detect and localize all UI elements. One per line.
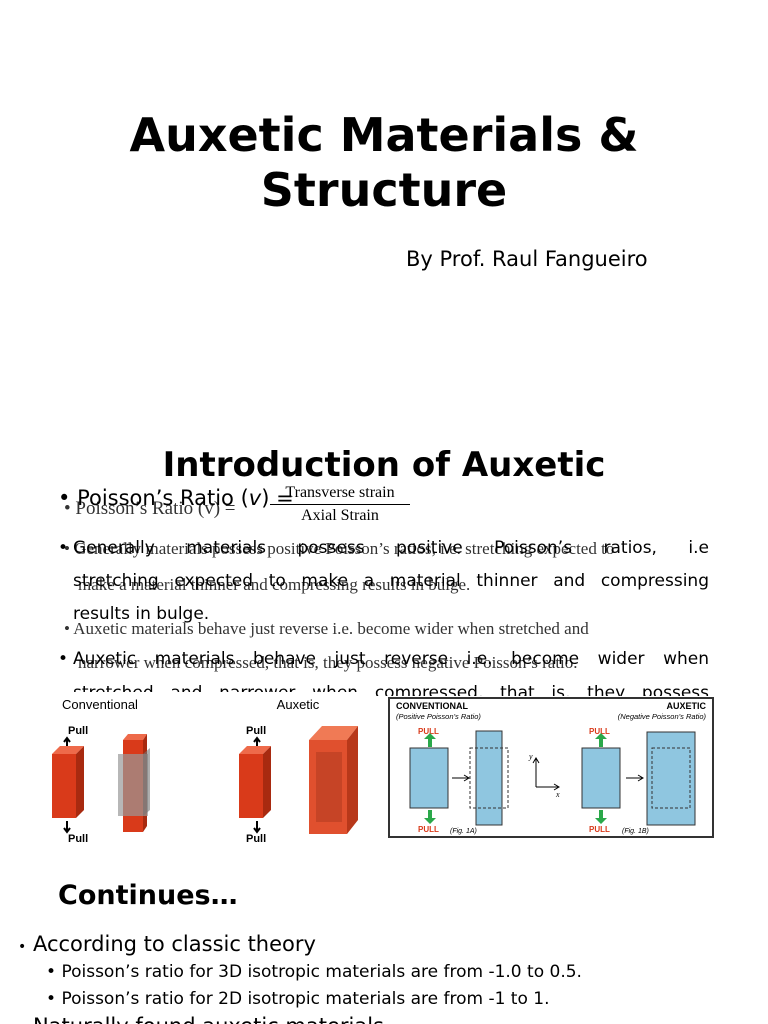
fig-1a-label: (Fig. 1A) (450, 828, 477, 835)
original-outline-gray-side (143, 748, 150, 816)
arrow-down-icon (253, 821, 261, 834)
label-conventional-caps: CONVENTIONAL (396, 701, 469, 711)
green-arrow-down-icon (424, 810, 436, 824)
red-block-side-2 (263, 746, 271, 818)
classic-theory-bullet: • According to classic theory (18, 932, 316, 956)
continues-title: Continues… (58, 880, 238, 911)
red-block-top-2 (239, 746, 271, 754)
ghost-poisson: • Poisson’s Ratio (v) = (64, 498, 236, 519)
pull-bottom-conv: PULL (418, 825, 439, 834)
slide-title: Auxetic Materials & Structure (0, 108, 768, 218)
green-arrow-up-icon (595, 733, 607, 747)
poisson-3d-text: Poisson’s ratio for 3D isotropic materia… (61, 962, 582, 982)
expanded-inner (316, 752, 342, 822)
bullet-generally-line3: results in bulge. (73, 604, 210, 624)
expanded-block-top (309, 726, 358, 740)
fraction-numerator: Transverse strain (270, 484, 410, 505)
ghost-text-4: Auxetic materials behave just reverse i.… (73, 619, 589, 638)
poisson-label: Poisson’s Ratio ( (77, 486, 249, 510)
ghost-generally-2: make a material thinner and compressing … (78, 575, 471, 594)
ghost-generally: • Generally materials possess positive P… (64, 539, 615, 558)
slide-title-line2: Structure (260, 163, 508, 217)
bullet-auxetic: • (58, 649, 69, 669)
natural-auxetic-text: Naturally found auxetic materials (33, 1014, 384, 1024)
label-auxetic: Auxetic (277, 697, 320, 712)
poisson-after: ) = (261, 486, 294, 510)
blocks-illustration: Conventional Auxetic Pull Pull Pull Pull (52, 697, 358, 845)
fraction-denominator: Axial Strain (301, 507, 379, 524)
intro-title: Introduction of Auxetic (162, 445, 606, 485)
expanded-block-side (347, 726, 358, 834)
red-block-auxetic (239, 754, 263, 818)
bullet-generally: • (58, 538, 69, 558)
label-auxetic-sub: (Negative Poisson’s Ratio) (618, 712, 707, 721)
figure-conventional-auxetic-blocks: Conventional Auxetic Pull Pull Pull Pull (20, 692, 375, 847)
arrow-down-icon (63, 821, 71, 834)
bullet-generally-line2: stretching expected to make a material t… (73, 571, 709, 591)
bullet-generally-line1: Generally materials possess positive Poi… (73, 538, 709, 558)
fig-1b-label: (Fig. 1B) (622, 828, 649, 835)
poisson-2d-bullet: • Poisson’s ratio for 2D isotropic mater… (46, 989, 550, 1009)
ghost-text-1: Poisson’s Ratio (v) = (75, 498, 236, 519)
blue-block-conv-stretched (475, 730, 503, 826)
bullet-auxetic-line1: Auxetic materials behave just reverse i.… (73, 649, 709, 669)
pull-bottom-aux: PULL (589, 825, 610, 834)
pull-label-top-2: Pull (246, 725, 266, 737)
ghost-text-2: Generally materials possess positive Poi… (74, 539, 615, 558)
axes-icon (532, 757, 560, 791)
natural-auxetic-bullet: • Naturally found auxetic materials (18, 1014, 384, 1024)
pull-label-bottom-1: Pull (68, 833, 88, 845)
red-block-side (76, 746, 84, 818)
slide-title-line1: Auxetic Materials & (129, 108, 639, 162)
green-arrow-up-icon (424, 733, 436, 747)
pull-top-conv: PULL (418, 727, 439, 736)
poisson-2d-text: Poisson’s ratio for 2D isotropic materia… (61, 989, 550, 1009)
figure-poisson-diagram: CONVENTIONAL (Positive Poisson’s Ratio) … (388, 697, 714, 838)
right-arrow-icon (452, 774, 470, 782)
red-block-conventional (52, 754, 76, 818)
axis-y: y (528, 752, 533, 761)
dashed-outline-conv (469, 747, 509, 809)
blue-block-conv (409, 747, 449, 809)
label-conventional-sub: (Positive Poisson’s Ratio) (396, 712, 481, 721)
axis-x: x (555, 790, 560, 799)
poisson-diagram: CONVENTIONAL (Positive Poisson’s Ratio) … (396, 701, 707, 835)
label-auxetic-caps: AUXETIC (666, 701, 706, 711)
dashed-outline-aux (651, 747, 691, 809)
poisson-symbol: v (248, 486, 262, 510)
green-arrow-down-icon (595, 810, 607, 824)
author-byline: By Prof. Raul Fangueiro (406, 247, 648, 271)
stretched-block-top (123, 734, 147, 740)
label-conventional: Conventional (62, 697, 138, 712)
poisson-bullet: • Poisson’s Ratio (v) = (58, 486, 294, 510)
pull-label-top-1: Pull (68, 725, 88, 737)
ghost-auxetic-2: narrower when compressed, that is, they … (78, 653, 578, 672)
ghost-auxetic: • Auxetic materials behave just reverse … (64, 619, 589, 638)
pull-top-aux: PULL (589, 727, 610, 736)
poisson-3d-bullet: • Poisson’s ratio for 3D isotropic mater… (46, 962, 582, 982)
classic-theory-text: According to classic theory (32, 932, 316, 956)
poisson-fraction: Transverse strain Axial Strain (270, 484, 410, 525)
pull-label-bottom-2: Pull (246, 833, 266, 845)
blue-block-aux-expanded (646, 731, 696, 826)
right-arrow-icon (626, 774, 644, 782)
red-block-top (52, 746, 84, 754)
blue-block-aux (581, 747, 621, 809)
